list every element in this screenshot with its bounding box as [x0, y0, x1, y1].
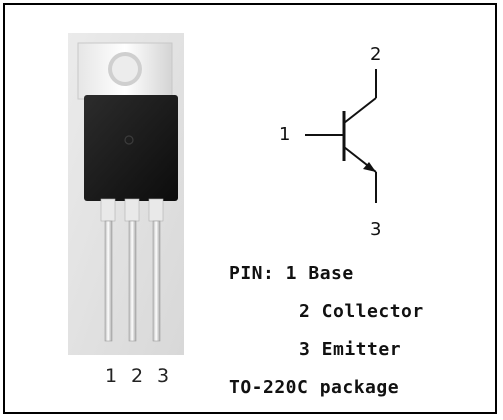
- photo-pin-1-label: 1: [104, 365, 118, 387]
- pin-emitter: 3 Emitter: [299, 339, 402, 360]
- pin-heading-base: PIN: 1 Base: [229, 263, 354, 284]
- schematic-pin-1-label: 1: [279, 124, 291, 145]
- transistor-legs: [100, 198, 164, 342]
- pin-description: PIN: 1 Base 2 Collector 3 Emitter TO-220…: [229, 263, 489, 413]
- transistor-photo: [68, 33, 184, 355]
- npn-transistor-symbol: 1 2 3: [267, 43, 407, 243]
- schematic-pin-3-label: 3: [370, 219, 382, 240]
- transistor-body: [84, 95, 178, 201]
- diagram-frame: 1 2 3 1 2 3 PIN: 1 Base 2 Collector 3 Em…: [3, 3, 497, 414]
- body-dimple: [124, 135, 134, 145]
- emitter-arrow: [363, 162, 376, 172]
- schematic-pin-2-label: 2: [370, 44, 382, 65]
- photo-pin-2-label: 2: [130, 365, 144, 387]
- pin-collector: 2 Collector: [299, 301, 424, 322]
- package-label: TO-220C package: [229, 377, 400, 398]
- mounting-hole-inner: [112, 56, 138, 82]
- collector-line: [343, 97, 377, 124]
- photo-pin-numbers: 1 2 3: [103, 365, 183, 391]
- photo-pin-3-label: 3: [156, 365, 170, 387]
